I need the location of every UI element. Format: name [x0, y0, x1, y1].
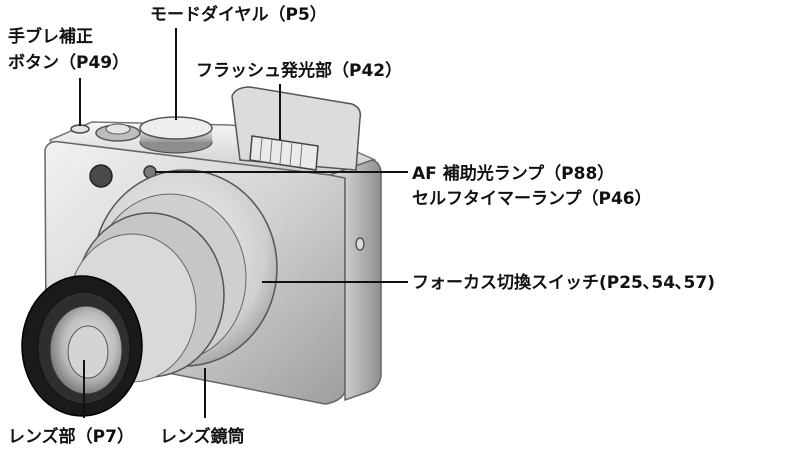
label-focus-switch: フォーカス切換スイッチ(P25､54､57)	[412, 273, 715, 293]
label-stabilizer-line2: ボタン（P49）	[8, 53, 130, 73]
flash-window-stripes	[259, 137, 303, 168]
label-lens: レンズ部（P7）	[8, 427, 134, 447]
label-mode-dial: モードダイヤル（P5）	[150, 5, 327, 25]
label-lens-barrel: レンズ鏡筒	[160, 427, 245, 447]
mode-dial-top	[139, 116, 213, 140]
strap-lug	[355, 237, 365, 251]
label-af-lamp-line1: AF 補助光ランプ（P88）	[412, 164, 615, 184]
camera-body-side	[327, 159, 382, 402]
label-stabilizer-line1: 手ブレ補正	[8, 27, 93, 47]
label-flash: フラッシュ発光部（P42）	[196, 61, 403, 81]
flash-window	[249, 135, 319, 171]
leader-lines	[79, 28, 408, 418]
label-af-lamp-line2: セルフタイマーランプ（P46）	[412, 189, 652, 209]
shutter-button	[105, 123, 131, 135]
stabilizer-button	[70, 124, 90, 134]
grip-dot	[89, 164, 113, 188]
lens-glass-core	[67, 325, 109, 379]
